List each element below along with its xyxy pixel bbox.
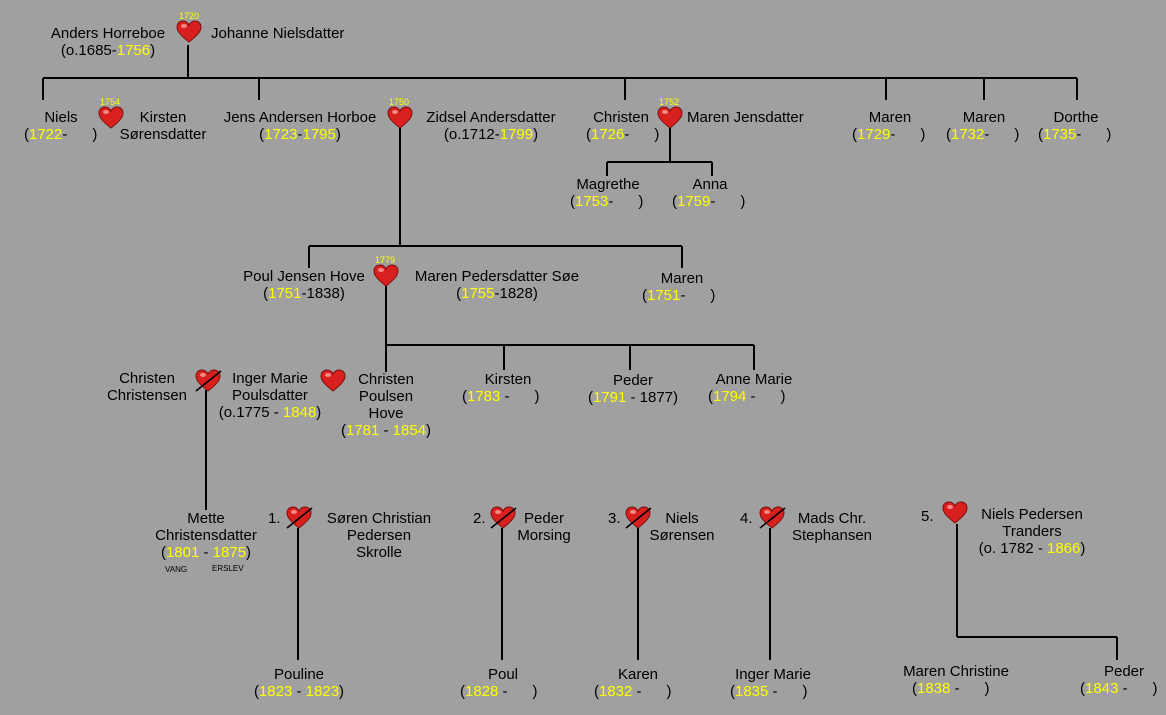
marriage-year: 1720 [179,11,200,21]
person-dorthe: Dorthe (1735- ) [1038,109,1112,143]
heart-icon [657,106,683,129]
person-christen-christensen: Christen Christensen [106,370,188,404]
person-mette-christensdatter: Mette Christensdatter (1801 - 1875) [155,510,257,561]
broken-heart-icon [625,506,652,529]
broken-heart-icon [490,506,517,529]
person-kirsten-sorensdatter: Kirsten Sørensdatter [119,109,207,143]
broken-heart-icon [759,506,786,529]
person-maren-jensdatter: Maren Jensdatter [687,109,804,126]
person-niels: Niels (1722- ) [24,109,98,143]
person-poul: Poul (1828 - ) [460,666,538,700]
person-soren-christian-pedersen-skrolle: Søren Christian Pedersen Skrolle [326,510,432,561]
person-maren-1751: Maren (1751- ) [642,270,716,304]
marriage-number: 4. [740,510,753,527]
person-inger-marie-1835: Inger Marie (1835 - ) [730,666,811,700]
person-zidsel-andersdatter: Zidsel Andersdatter (o.1712-1799) [426,109,556,143]
person-jens-andersen-horboe: Jens Andersen Horboe (1723-1795) [223,109,377,143]
person-peder-1843: Peder (1843 - ) [1080,663,1158,697]
person-christen: Christen (1726- ) [586,109,660,143]
broken-heart-icon [286,506,313,529]
person-maren-pedersdatter-soe: Maren Pedersdatter Søe (1755-1828) [414,268,580,302]
person-karen: Karen (1832 - ) [594,666,672,700]
person-inger-marie-poulsdatter: Inger Marie Poulsdatter (o.1775 - 1848) [218,370,322,421]
marriage-number: 5. [921,508,934,525]
marriage-number: 3. [608,510,621,527]
broken-heart-icon [195,369,222,392]
marriage-number: 1. [268,510,281,527]
person-poul-jensen-hove: Poul Jensen Hove (1751-1838) [243,268,365,302]
heart-icon [176,20,202,43]
person-niels-sorensen: Niels Sørensen [649,510,715,544]
person-anne-marie: Anne Marie (1794 - ) [708,371,793,405]
marriage-year: 1752 [659,97,680,107]
heart-icon [942,501,968,524]
heart-icon [98,106,124,129]
person-niels-pedersen-tranders: Niels Pedersen Tranders (o. 1782 - 1866) [978,506,1086,557]
person-anders-horreboe: Anders Horreboe (o.1685-1756) [50,25,166,59]
person-mads-chr-stephansen: Mads Chr. Stephansen [791,510,873,544]
death-place: ERSLEV [212,564,244,573]
birth-place: VANG [165,565,188,574]
person-magrethe: Magrethe (1753- ) [570,176,644,210]
person-anna: Anna (1759- ) [672,176,746,210]
person-maren-christine: Maren Christine (1838 - ) [903,663,1009,697]
person-pouline: Pouline (1823 - 1823) [253,666,345,700]
marriage-number: 2. [473,510,486,527]
marriage-year: 1750 [389,97,410,107]
person-peder-morsing: Peder Morsing [517,510,571,544]
heart-icon [373,264,399,287]
marriage-year: 1779 [375,255,396,265]
marriage-year: 1754 [100,97,121,107]
person-johanne-nielsdatter: Johanne Nielsdatter [211,25,345,42]
person-christen-poulsen-hove: Christen Poulsen Hove (1781 - 1854) [340,371,432,439]
person-maren-1732: Maren (1732- ) [946,109,1020,143]
person-peder-1791: Peder (1791 - 1877) [587,372,679,406]
person-kirsten-1783: Kirsten (1783 - ) [462,371,540,405]
heart-icon [320,369,346,392]
person-maren-1729: Maren (1729- ) [852,109,926,143]
heart-icon [387,106,413,129]
